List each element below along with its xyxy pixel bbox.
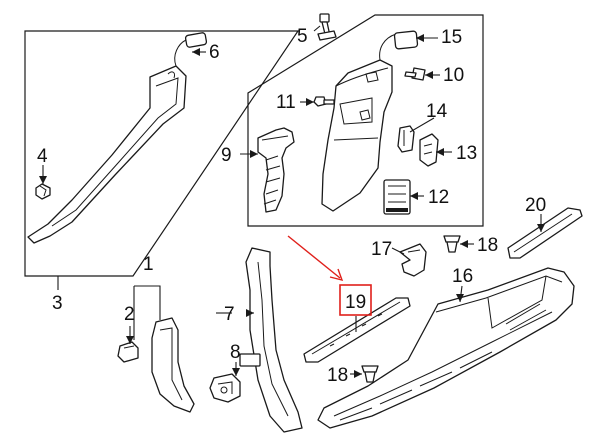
arrowhead-11 <box>306 98 314 106</box>
arrowhead-6 <box>192 48 200 56</box>
callout-6: 6 <box>209 42 220 63</box>
callout-13: 13 <box>456 143 477 164</box>
callout-18-upper: 18 <box>477 235 498 256</box>
part-14-clip <box>397 125 415 153</box>
highlight-arrow <box>287 235 341 279</box>
callout-17: 17 <box>371 239 392 260</box>
arrowhead-8 <box>232 368 240 376</box>
arrowhead-20 <box>537 224 545 232</box>
callout-2: 2 <box>124 304 135 325</box>
callout-3: 3 <box>52 293 63 314</box>
callout-19: 19 <box>345 292 366 313</box>
part-2-clip <box>117 341 139 363</box>
callout-5: 5 <box>297 26 308 47</box>
arrowhead-18-upper <box>460 240 468 248</box>
arrowhead-12 <box>410 192 418 200</box>
part-8-clip <box>209 373 241 403</box>
callout-4: 4 <box>37 146 48 167</box>
arrowhead-4 <box>39 176 47 184</box>
callout-16: 16 <box>452 266 473 287</box>
arrowhead-7 <box>246 309 254 317</box>
arrowhead-10 <box>425 71 433 79</box>
arrowhead-13 <box>436 148 444 156</box>
part-17-clip <box>399 243 427 277</box>
part-20-scuff-plate <box>507 207 583 259</box>
part-5-bolt <box>317 13 337 41</box>
highlight-arrow-head <box>329 268 344 281</box>
highlight-box-19 <box>339 284 372 316</box>
callout-7: 7 <box>224 304 235 325</box>
callout-12: 12 <box>428 187 449 208</box>
callout-18-lower: 18 <box>327 365 348 386</box>
callout-20: 20 <box>525 195 546 216</box>
part-13-clip <box>419 133 439 167</box>
leader-14 <box>409 117 435 133</box>
part-16-sill-trim <box>317 267 575 429</box>
callout-15: 15 <box>441 27 462 48</box>
callout-11: 11 <box>276 92 296 113</box>
callout-9: 9 <box>221 145 232 166</box>
part-12-pad <box>383 179 411 215</box>
leader-5 <box>313 25 321 32</box>
part-10-bolt <box>404 67 426 81</box>
part-18-push-pin-upper <box>443 235 461 253</box>
callout-1: 1 <box>143 254 154 275</box>
arrowhead-16 <box>456 294 464 302</box>
part-15-b-pillar-upper-trim <box>321 30 419 212</box>
arrowhead-2 <box>126 336 134 344</box>
part-3-a-pillar-trim <box>27 32 208 244</box>
part-7-b-pillar-lower-trim <box>239 247 303 433</box>
a-pillar-panel-frame <box>24 30 300 277</box>
part-4-bolt <box>35 183 51 200</box>
arrowhead-9 <box>250 150 258 158</box>
part-11-bolt <box>313 96 335 107</box>
arrowhead-18-lower <box>354 370 362 378</box>
part-18-push-pin-lower <box>361 365 379 383</box>
callout-10: 10 <box>443 65 464 86</box>
callout-8: 8 <box>230 342 241 363</box>
leader-1 <box>134 285 161 320</box>
part-1-kick-panel <box>151 317 195 413</box>
leader-17 <box>391 247 405 255</box>
b-pillar-panel-frame <box>247 14 484 227</box>
callout-14: 14 <box>426 101 448 122</box>
part-9-bracket <box>257 127 295 213</box>
arrowhead-15 <box>416 34 424 42</box>
